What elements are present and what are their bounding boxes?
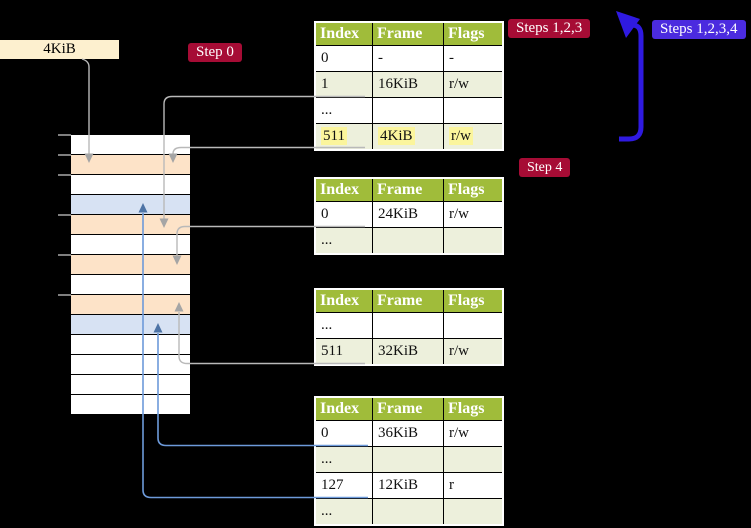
table-row: ...	[314, 498, 504, 526]
table-cell: 511	[314, 123, 373, 151]
tick-mark	[58, 134, 71, 136]
table-cell	[443, 227, 504, 255]
table-row: ...	[314, 446, 504, 473]
highlighted-value: 511	[321, 127, 347, 145]
tick-mark	[58, 154, 71, 156]
table-row: ...	[314, 312, 504, 339]
memory-row-blue	[71, 315, 190, 335]
table-cell: r/w	[443, 201, 504, 228]
table-cell	[372, 227, 444, 255]
table-cell: ...	[314, 97, 373, 124]
table-cell: ...	[314, 227, 373, 255]
memory-row-white	[71, 135, 190, 155]
table-row: ...	[314, 227, 504, 255]
arrow-loop-steps	[619, 22, 644, 142]
column-header-flags: Flags	[443, 396, 504, 421]
table-cell: ...	[314, 446, 373, 473]
table-cell: 511	[314, 338, 373, 366]
memory-row-white	[71, 355, 190, 375]
table-row: 511 4KiB r/w	[314, 123, 504, 151]
badge-step-0: Step 0	[188, 43, 242, 62]
table-cell: 0	[314, 45, 373, 72]
table-cell: 32KiB	[372, 338, 444, 366]
column-header-frame: Frame	[372, 21, 444, 46]
table-cell	[443, 312, 504, 339]
table-cell: 4KiB	[372, 123, 444, 151]
table-cell: 24KiB	[372, 201, 444, 228]
tick-mark	[58, 294, 71, 296]
table-cell	[372, 446, 444, 473]
tick-mark	[58, 254, 71, 256]
badge-step-4: Step 4	[519, 158, 571, 177]
table-cell: 12KiB	[372, 472, 444, 499]
table-cell: r/w	[443, 71, 504, 98]
column-header-index: Index	[314, 177, 373, 202]
memory-row-white	[71, 395, 190, 415]
table-cell: 127	[314, 472, 373, 499]
column-header-index: Index	[314, 396, 373, 421]
memory-row-white	[71, 375, 190, 395]
table-cell	[443, 97, 504, 124]
table-cell: -	[372, 45, 444, 72]
memory-row-blue	[71, 195, 190, 215]
column-header-flags: Flags	[443, 288, 504, 313]
table-cell: 0	[314, 201, 373, 228]
column-header-index: Index	[314, 288, 373, 313]
table-cell: r/w	[443, 338, 504, 366]
table-cell	[443, 446, 504, 473]
column-header-index: Index	[314, 21, 373, 46]
table-cell	[372, 97, 444, 124]
badge-steps-1-2-3-4: Steps 1,2,3,4	[652, 20, 746, 39]
memory-row-orange	[71, 255, 190, 275]
tick-mark	[58, 214, 71, 216]
table-cell	[372, 498, 444, 526]
table-cell	[372, 312, 444, 339]
size-label-4kib: 4KiB	[0, 40, 119, 59]
table-cell	[443, 498, 504, 526]
memory-row-orange	[71, 295, 190, 315]
column-header-flags: Flags	[443, 177, 504, 202]
highlighted-value: r/w	[449, 127, 473, 145]
table-row: 0--	[314, 45, 504, 72]
memory-stack	[71, 135, 190, 415]
memory-row-white	[71, 175, 190, 195]
table-cell: r/w	[443, 123, 504, 151]
memory-row-orange	[71, 155, 190, 175]
column-header-frame: Frame	[372, 288, 444, 313]
table-cell: r/w	[443, 420, 504, 447]
table-cell: 16KiB	[372, 71, 444, 98]
memory-row-white	[71, 275, 190, 295]
badge-steps-1-2-3: Steps 1,2,3	[508, 19, 591, 38]
memory-row-white	[71, 335, 190, 355]
table-cell: 0	[314, 420, 373, 447]
column-header-frame: Frame	[372, 396, 444, 421]
table-cell: ...	[314, 312, 373, 339]
column-header-frame: Frame	[372, 177, 444, 202]
table-cell: r	[443, 472, 504, 499]
tick-mark	[58, 174, 71, 176]
table-cell: -	[443, 45, 504, 72]
table-cell: ...	[314, 498, 373, 526]
table-row: ...	[314, 97, 504, 124]
table-cell: 36KiB	[372, 420, 444, 447]
arrowhead-up-left-icon	[616, 11, 640, 38]
highlighted-value: 4KiB	[378, 127, 415, 145]
column-header-flags: Flags	[443, 21, 504, 46]
memory-row-white	[71, 235, 190, 255]
table-cell: 1	[314, 71, 373, 98]
memory-row-orange	[71, 215, 190, 235]
